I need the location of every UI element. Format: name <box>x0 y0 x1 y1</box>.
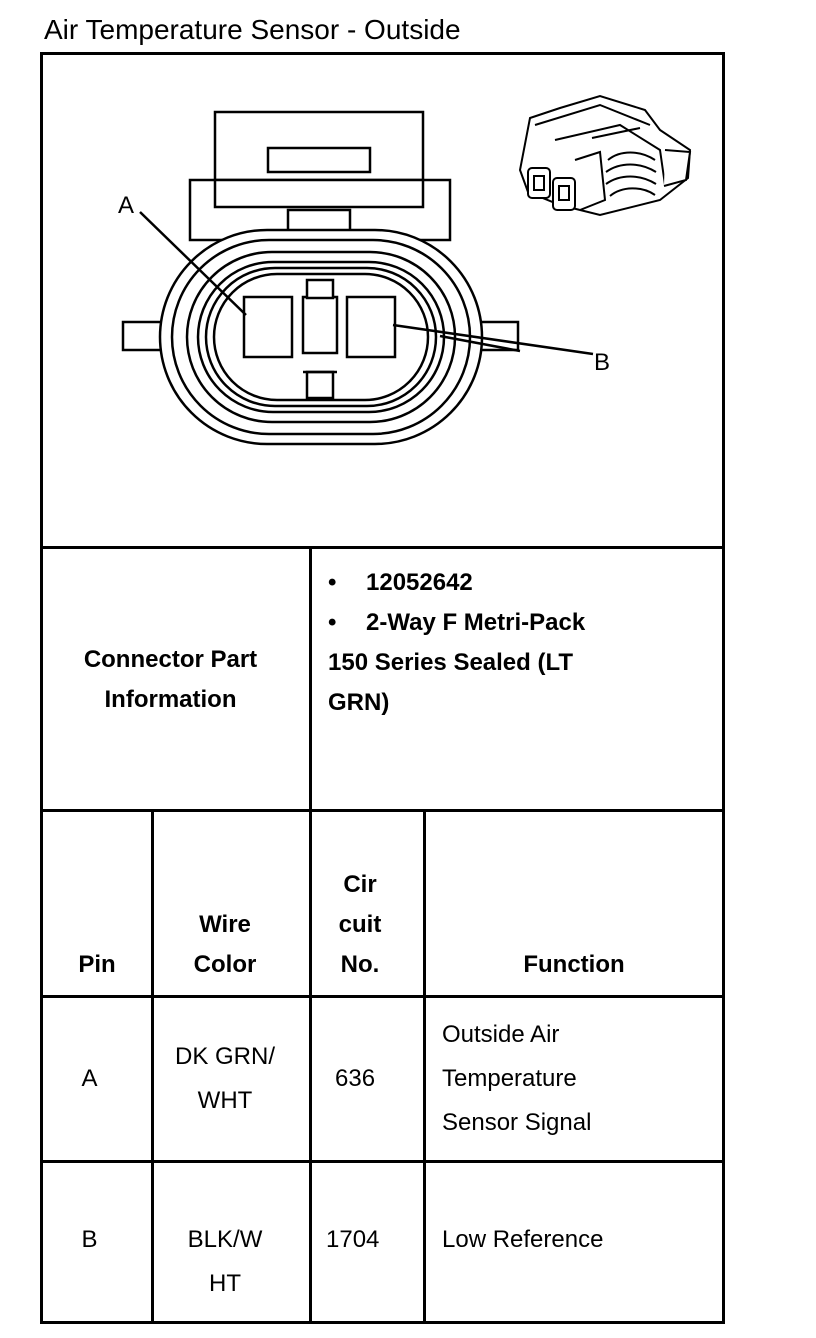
header-pin: Pin <box>78 951 116 978</box>
divider <box>40 1160 725 1163</box>
divider <box>151 809 154 1324</box>
table-row-b-function: Low Reference <box>442 1226 604 1253</box>
divider <box>40 546 725 549</box>
list-item-continuation: 150 Series Sealed (LT GRN) <box>328 649 574 716</box>
table-row-a-function: Outside Air Temperature Sensor Signal <box>442 1021 592 1136</box>
divider <box>423 809 426 1324</box>
pin-a-label: A <box>118 192 134 219</box>
header-circuit-no: Cir cuit No. <box>338 871 382 978</box>
divider <box>309 546 312 1324</box>
connector-table-frame <box>40 52 725 1324</box>
table-row-b-wire-color: BLK/W HT <box>187 1226 263 1297</box>
pin-b-label: B <box>594 349 610 376</box>
connector-iso-drawing <box>518 94 692 217</box>
connector-face-diagram: A B <box>118 110 610 446</box>
header-wire-color: Wire Color <box>193 911 257 978</box>
table-row-a-pin: A <box>81 1065 98 1092</box>
table-row-b-pin: B <box>81 1226 98 1253</box>
list-item: • 2-Way F Metri-Pack <box>328 603 708 643</box>
divider <box>40 809 725 812</box>
connector-info-details: • 12052642 • 2-Way F Metri-Pack 150 Seri… <box>328 563 708 803</box>
list-item: • 12052642 <box>328 563 708 603</box>
table-row-a-circuit: 636 <box>335 1065 376 1092</box>
bullet-icon: • <box>328 609 337 636</box>
page-title: Air Temperature Sensor - Outside <box>44 14 461 45</box>
table-row-b-circuit: 1704 <box>326 1226 380 1253</box>
bullet-icon: • <box>328 569 337 596</box>
header-function: Function <box>523 951 625 978</box>
connector-info-heading: Connector Part Information <box>83 646 258 713</box>
divider <box>40 995 725 998</box>
table-row-a-wire-color: DK GRN/ WHT <box>175 1043 276 1114</box>
